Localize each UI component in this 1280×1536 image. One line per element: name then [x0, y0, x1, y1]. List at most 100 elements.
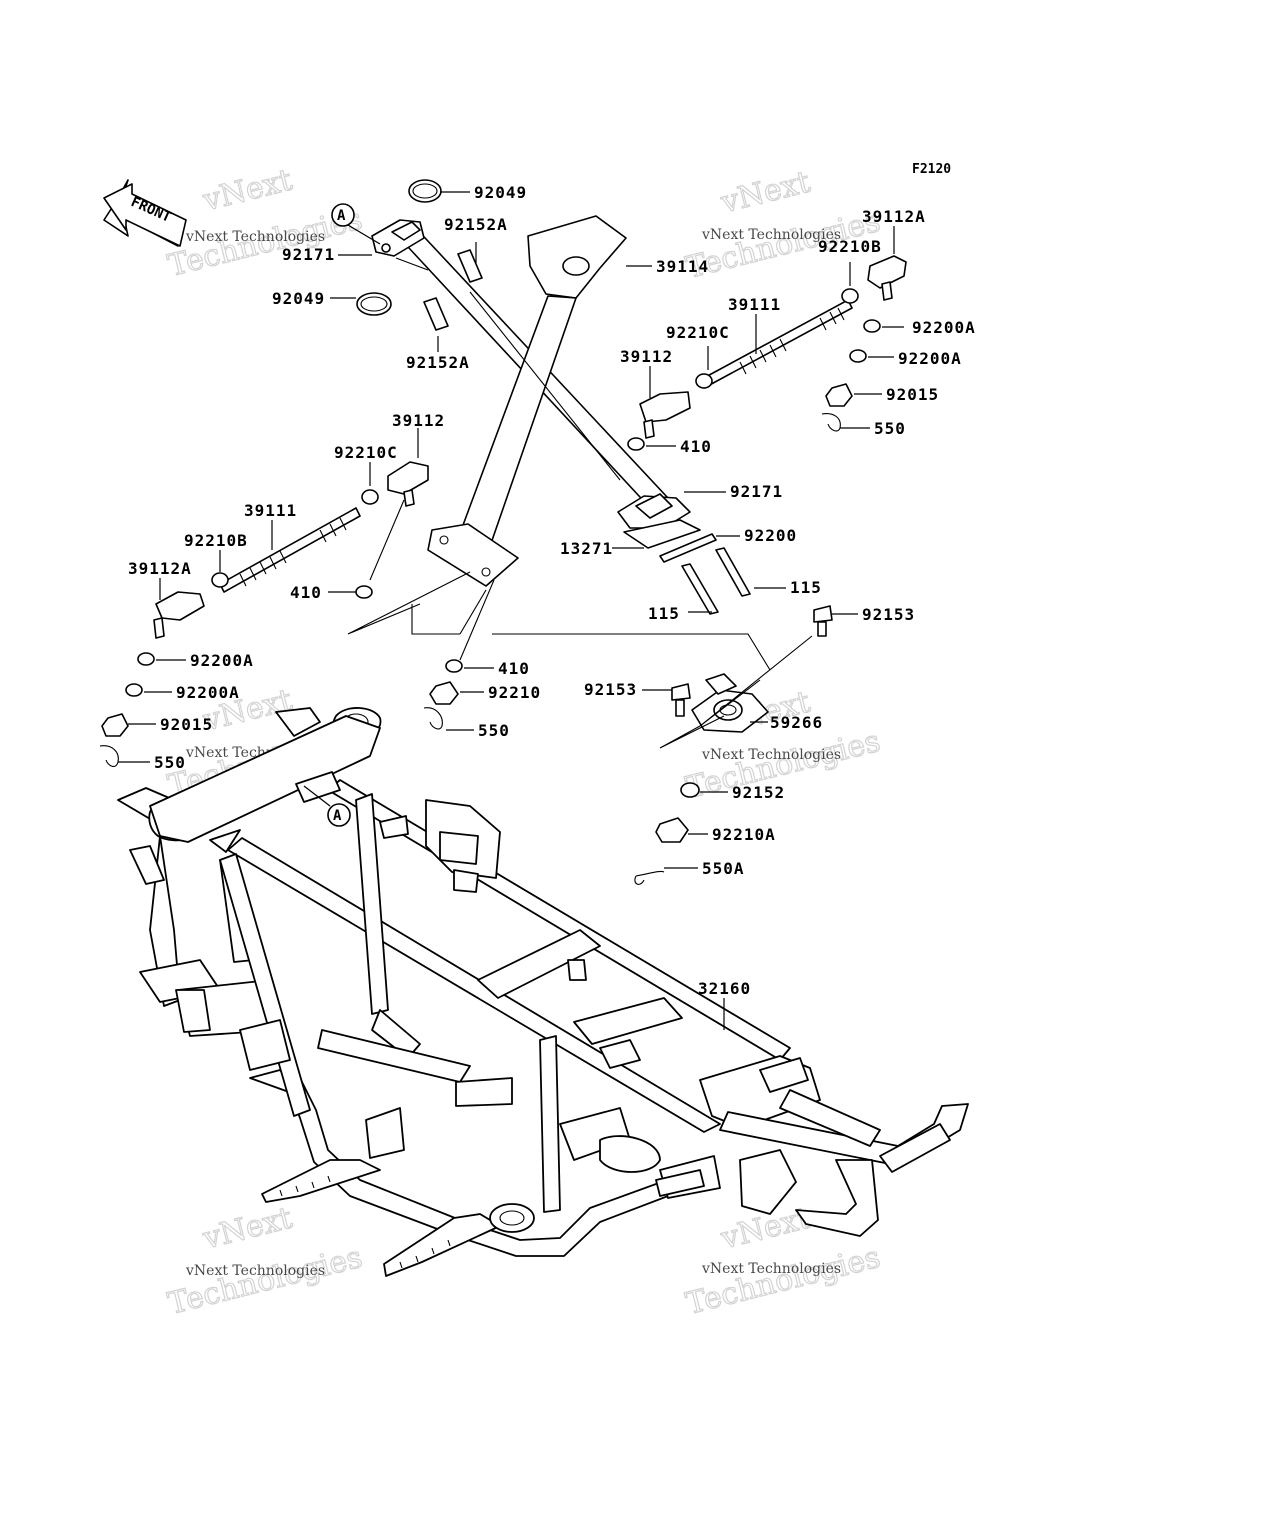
tie-rod-right	[639, 255, 907, 439]
plate-92200-icon	[659, 533, 717, 563]
bushing-92152A-top-icon	[457, 249, 483, 283]
label-410-left: 410	[290, 583, 322, 602]
lower-holder-92171	[617, 493, 691, 529]
nut-92210C-right-icon	[695, 373, 713, 389]
washer-410-left-icon	[355, 585, 373, 599]
cotter-pin-550-right-icon	[821, 413, 841, 432]
washer-410-right-icon	[627, 437, 645, 451]
label-92153-left: 92153	[584, 680, 637, 699]
label-39112-left: 39112	[392, 411, 445, 430]
bearing-holder-59266	[691, 673, 769, 733]
bushing-92152-icon	[680, 782, 700, 798]
callout-a-frame: A	[303, 785, 351, 827]
watermark-text: vNext Technologies	[185, 1263, 325, 1279]
label-92200A-r1: 92200A	[912, 318, 976, 337]
watermark-logo-top: vNext	[199, 163, 296, 219]
tie-rod-end-39112-left-icon	[387, 461, 429, 495]
callout-a-frame-letter: A	[333, 808, 342, 824]
leader-lines	[118, 191, 904, 1030]
bolt-115-right-icon	[715, 547, 751, 597]
label-92049-left: 92049	[272, 289, 325, 308]
label-92153-right: 92153	[862, 605, 915, 624]
washer-92200A-r1-icon	[863, 319, 881, 333]
watermark-logo-top: vNext	[717, 165, 814, 221]
nut-92015-right-icon	[825, 383, 853, 407]
label-92049-top: 92049	[474, 183, 527, 202]
label-92210C-right: 92210C	[666, 323, 730, 342]
label-92015-right: 92015	[886, 385, 939, 404]
label-92015-left: 92015	[160, 715, 213, 734]
tie-rod-end-39112A-left-icon	[155, 591, 205, 621]
label-39112-right: 39112	[620, 347, 673, 366]
upper-clamp-92171	[371, 219, 425, 257]
label-92171-mid: 92171	[730, 482, 783, 501]
washer-410-mid-icon	[445, 659, 463, 673]
plate-13271-icon	[623, 519, 701, 549]
washer-92200A-l1-icon	[137, 652, 155, 666]
nut-92210C-left-icon	[361, 489, 379, 505]
nut-92210-icon	[429, 681, 459, 705]
label-92152: 92152	[732, 783, 785, 802]
label-410-right: 410	[680, 437, 712, 456]
assembly-guide-lines	[347, 257, 813, 749]
callout-a-top: A	[331, 203, 381, 245]
label-39111-right: 39111	[728, 295, 781, 314]
cotter-pin-550-mid-icon	[423, 707, 443, 730]
watermark-text: vNext Technologies	[701, 747, 841, 763]
label-92210B-left: 92210B	[184, 531, 248, 550]
label-550-right: 550	[874, 419, 906, 438]
nut-92210A-icon	[655, 817, 689, 843]
oil-seal-left-icon	[356, 292, 392, 316]
main-frame-32160	[117, 707, 969, 1277]
label-59266: 59266	[770, 713, 823, 732]
callout-a-top-letter: A	[337, 208, 346, 224]
bolt-92153-left-icon	[671, 683, 691, 717]
label-92200: 92200	[744, 526, 797, 545]
label-92152A-top: 92152A	[444, 215, 508, 234]
watermark-logo-top: vNext	[199, 1201, 296, 1257]
tie-rod-end-39112A-right-icon	[867, 255, 907, 289]
label-92200A-l1: 92200A	[190, 651, 254, 670]
watermark-logo-bottom: Technologies	[165, 1240, 366, 1322]
oil-seal-top-icon	[408, 179, 442, 203]
label-92152A-bottom: 92152A	[406, 353, 470, 372]
label-92200A-l2: 92200A	[176, 683, 240, 702]
bolt-115-left-icon	[681, 563, 719, 615]
tie-rod-left	[153, 461, 429, 639]
label-39111-left: 39111	[244, 501, 297, 520]
steering-bracket-39114	[427, 215, 627, 587]
label-115-right: 115	[790, 578, 822, 597]
label-115-left: 115	[648, 604, 680, 623]
washer-92200A-r2-icon	[849, 349, 867, 363]
label-92171-top: 92171	[282, 245, 335, 264]
nut-92015-left-icon	[101, 713, 129, 737]
label-39114: 39114	[656, 257, 709, 276]
label-550-left: 550	[154, 753, 186, 772]
cotter-pin-550A-icon	[634, 870, 665, 885]
watermark-text: vNext Technologies	[701, 227, 841, 243]
washer-92200A-l2-icon	[125, 683, 143, 697]
label-92210: 92210	[488, 683, 541, 702]
watermark-text: vNext Technologies	[701, 1261, 841, 1277]
nut-92210B-left-icon	[211, 572, 229, 588]
figure-code: F2120	[912, 162, 951, 177]
watermark: vNext Technologies vNext Technologies vN…	[164, 162, 884, 1322]
tie-rod-end-39112-right-icon	[639, 391, 691, 423]
bolt-92153-right-icon	[813, 605, 833, 637]
label-550A: 550A	[702, 859, 745, 878]
label-39112A-right: 39112A	[862, 207, 926, 226]
label-92200A-r2: 92200A	[898, 349, 962, 368]
label-32160: 32160	[698, 979, 751, 998]
label-39112A-left: 39112A	[128, 559, 192, 578]
nut-92210B-right-icon	[841, 288, 859, 304]
front-arrow-icon: FRONT	[103, 179, 187, 247]
part-labels: 92049 92171 92049 92152A 92152A 39114 39…	[128, 183, 976, 998]
watermark-text: vNext Technologies	[185, 229, 325, 245]
label-550-mid: 550	[478, 721, 510, 740]
bushing-92152A-bottom-icon	[423, 297, 449, 331]
watermark-logo-bottom: Technologies	[683, 1240, 884, 1322]
label-13271: 13271	[560, 539, 613, 558]
label-92210C-left: 92210C	[334, 443, 398, 462]
label-92210A: 92210A	[712, 825, 776, 844]
